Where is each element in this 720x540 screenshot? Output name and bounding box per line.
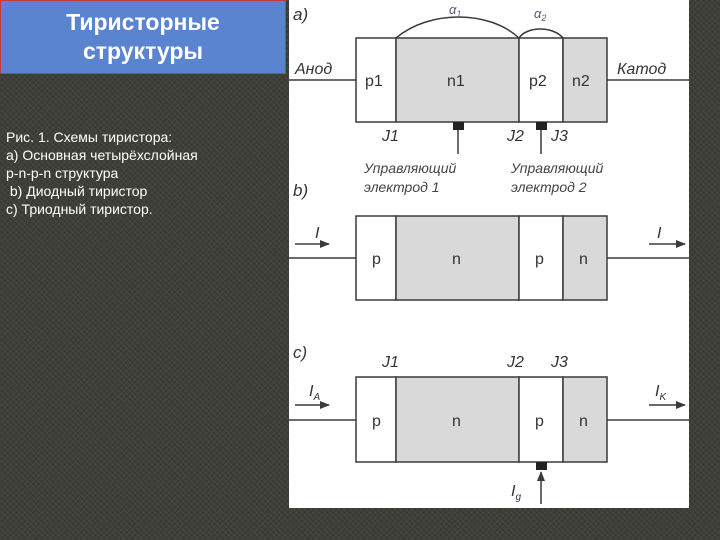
- layer-b-n-label: n: [452, 251, 461, 268]
- layer-b-n: [395, 215, 520, 301]
- layer-a-n2: [562, 37, 608, 123]
- junction-c-j3: J3: [550, 354, 568, 371]
- gate-2-contact: [536, 122, 547, 130]
- junction-a-j3: J3: [550, 128, 568, 145]
- caption-line-3: p-n-p-n структура: [6, 165, 119, 181]
- junction-c-j2: J2: [506, 354, 524, 371]
- layer-a-p2-label: p2: [529, 73, 547, 90]
- diagram-b: b) I I p n p n: [289, 181, 689, 301]
- c-current-in-label: IA: [309, 383, 320, 403]
- gate-1-caption-line-2: электрод 1: [364, 179, 440, 195]
- diagram-a: a) α1 α2 Анод Катод p1 n1 p2 n2 J1 J2 J3…: [289, 2, 689, 195]
- slide-title: Тиристорные структуры: [0, 0, 286, 74]
- diagram-c: c) J1 J2 J3 IA IK p n p n Ig: [289, 343, 689, 504]
- layer-b-p2: [518, 215, 564, 301]
- layer-c-p-label: p: [372, 413, 381, 430]
- layer-c-n-label: n: [452, 413, 461, 430]
- layer-c-n: [395, 376, 520, 463]
- thyristor-figure: a) α1 α2 Анод Катод p1 n1 p2 n2 J1 J2 J3…: [289, 0, 689, 508]
- layer-b-p-label: p: [372, 251, 381, 268]
- junction-a-j2: J2: [506, 128, 524, 145]
- layer-c-n2: [562, 376, 608, 463]
- thyristor-diagram: a) α1 α2 Анод Катод p1 n1 p2 n2 J1 J2 J3…: [289, 2, 689, 504]
- c-gate-contact: [536, 462, 547, 470]
- layer-a-n2-label: n2: [572, 73, 590, 90]
- layer-b-p2-label: p: [535, 251, 544, 268]
- gate-2-caption-line-2: электрод 2: [511, 179, 587, 195]
- layer-c-n2-label: n: [579, 413, 588, 430]
- alpha2-arc: [518, 28, 564, 39]
- caption-line-1: Рис. 1. Схемы тиристора:: [6, 129, 173, 145]
- junction-a-j1: J1: [381, 128, 399, 145]
- layer-b-n2-label: n: [579, 251, 588, 268]
- layer-a-p2: [518, 37, 564, 123]
- layer-c-p2-label: p: [535, 413, 544, 430]
- alpha1-symbol: α1: [449, 2, 461, 19]
- caption-line-4: b) Диодный тиристор: [6, 183, 148, 199]
- figure-caption: Рис. 1. Схемы тиристора: а) Основная чет…: [6, 128, 286, 218]
- c-gate-current-label: Ig: [511, 483, 521, 503]
- junction-c-j1: J1: [381, 354, 399, 371]
- layer-a-p1-label: p1: [365, 73, 383, 90]
- layer-b-p: [355, 215, 397, 301]
- layer-b-n2: [562, 215, 608, 301]
- caption-line-2: а) Основная четырёхслойная: [6, 147, 198, 163]
- c-current-out-label: IK: [655, 383, 667, 403]
- layer-a-n1: [395, 37, 520, 123]
- slide-title-line-1: Тиристорные: [66, 9, 220, 35]
- caption-line-5: c) Триодный тиристор.: [6, 201, 153, 217]
- gate-1-caption-line-1: Управляющий: [363, 160, 457, 176]
- label-c: c): [293, 343, 307, 362]
- label-a: a): [293, 5, 308, 24]
- b-current-in-label: I: [315, 225, 320, 242]
- layer-a-n1-label: n1: [447, 73, 465, 90]
- alpha2-symbol: α2: [534, 6, 546, 23]
- b-current-out-label: I: [657, 225, 662, 242]
- cathode-label: Катод: [617, 61, 666, 78]
- gate-1-contact: [453, 122, 464, 130]
- anode-label: Анод: [294, 61, 332, 78]
- alpha1-arc: [395, 16, 520, 39]
- slide-title-line-2: структуры: [82, 38, 204, 64]
- layer-c-p: [355, 376, 397, 463]
- gate-2-caption-line-1: Управляющий: [510, 160, 604, 176]
- label-b: b): [293, 181, 308, 200]
